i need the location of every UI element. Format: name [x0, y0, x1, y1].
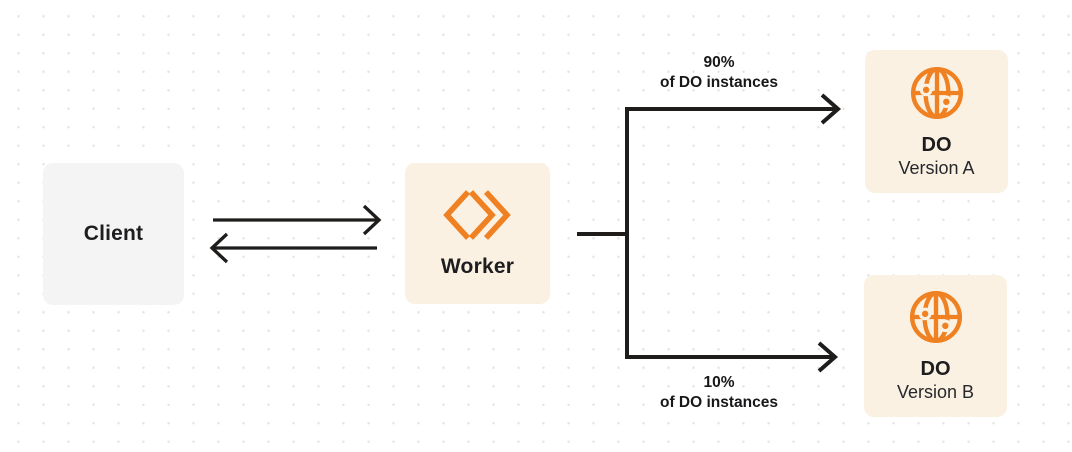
do-a-subtitle: Version A — [898, 157, 975, 178]
do-a-title: DO — [921, 133, 952, 156]
edge-branch-top — [625, 107, 836, 234]
branch-bottom-caption: of DO instances — [660, 394, 778, 411]
client-label: Client — [83, 222, 144, 245]
worker-label: Worker — [440, 254, 515, 278]
edge-branch-bottom — [625, 234, 833, 359]
arrowhead-bottom-branch-icon — [817, 341, 839, 373]
worker-node: Worker — [405, 163, 550, 304]
branch-label-bottom: 10% of DO instances — [609, 373, 829, 413]
branch-top-caption: of DO instances — [660, 74, 778, 91]
do-version-b-node: DO Version B — [864, 275, 1007, 417]
do-version-a-node: DO Version A — [865, 50, 1008, 193]
arrowhead-top-branch-icon — [820, 93, 842, 125]
arrowhead-right-icon — [362, 204, 382, 236]
arrowhead-left-icon — [209, 232, 229, 264]
branch-label-top: 90% of DO instances — [609, 53, 829, 93]
branch-bottom-percent: 10% — [703, 374, 735, 391]
branch-top-percent: 90% — [703, 54, 735, 71]
client-node: Client — [43, 163, 184, 305]
do-b-title: DO — [920, 358, 951, 380]
do-b-subtitle: Version B — [896, 382, 975, 402]
workers-icon — [442, 189, 513, 241]
globe-icon — [908, 289, 964, 345]
globe-icon — [909, 65, 965, 121]
